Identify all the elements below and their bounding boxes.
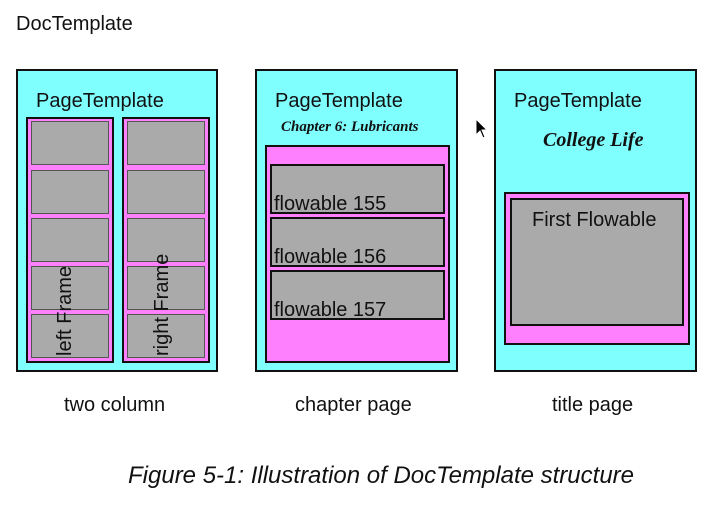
page-template-label: PageTemplate <box>36 90 164 112</box>
right-frame-cell <box>127 266 205 310</box>
title-page-caption: title page <box>552 394 634 416</box>
flowable-box: flowable 155 <box>270 164 445 215</box>
left-frame-cell <box>31 314 109 358</box>
flowable-box: flowable 156 <box>270 217 445 268</box>
chapter-heading: Chapter 6: Lubricants <box>281 119 419 135</box>
left-frame-cell <box>31 121 109 165</box>
left-frame-cell <box>31 218 109 262</box>
flowable-box: First Flowable <box>510 198 684 326</box>
right-frame <box>122 117 210 363</box>
figure-caption: Figure 5-1: Illustration of DocTemplate … <box>128 462 635 489</box>
right-frame-cell <box>127 170 205 214</box>
page-template-label: PageTemplate <box>275 90 403 112</box>
right-frame-label: right Frame <box>151 253 173 356</box>
flowable-box: flowable 157 <box>270 270 445 321</box>
left-frame <box>26 117 114 363</box>
left-frame-label: left Frame <box>54 265 76 356</box>
flowable-label: First Flowable <box>532 209 657 231</box>
left-frame-cell <box>31 266 109 310</box>
page-template-chapter: PageTemplate Chapter 6: Lubricants flowa… <box>255 69 458 372</box>
page-template-label: PageTemplate <box>514 90 642 112</box>
title-frame: First Flowable <box>504 192 690 345</box>
doc-template-title: DocTemplate <box>16 13 133 35</box>
mouse-cursor-icon <box>475 117 489 140</box>
right-frame-cell <box>127 121 205 165</box>
title-heading: College Life <box>543 129 644 151</box>
left-frame-cell <box>31 170 109 214</box>
right-frame-cell <box>127 314 205 358</box>
page-template-two-column: PageTemplate left Frame right Frame <box>16 69 218 372</box>
page-template-title: PageTemplate College Life First Flowable <box>494 69 697 372</box>
right-frame-cell <box>127 218 205 262</box>
chapter-page-caption: chapter page <box>295 394 412 416</box>
flowable-label: flowable 155 <box>274 193 387 215</box>
flowable-label: flowable 156 <box>274 246 387 268</box>
flowable-label: flowable 157 <box>274 299 387 321</box>
two-column-caption: two column <box>64 394 166 416</box>
chapter-frame: flowable 155 flowable 156 flowable 157 <box>265 145 450 363</box>
